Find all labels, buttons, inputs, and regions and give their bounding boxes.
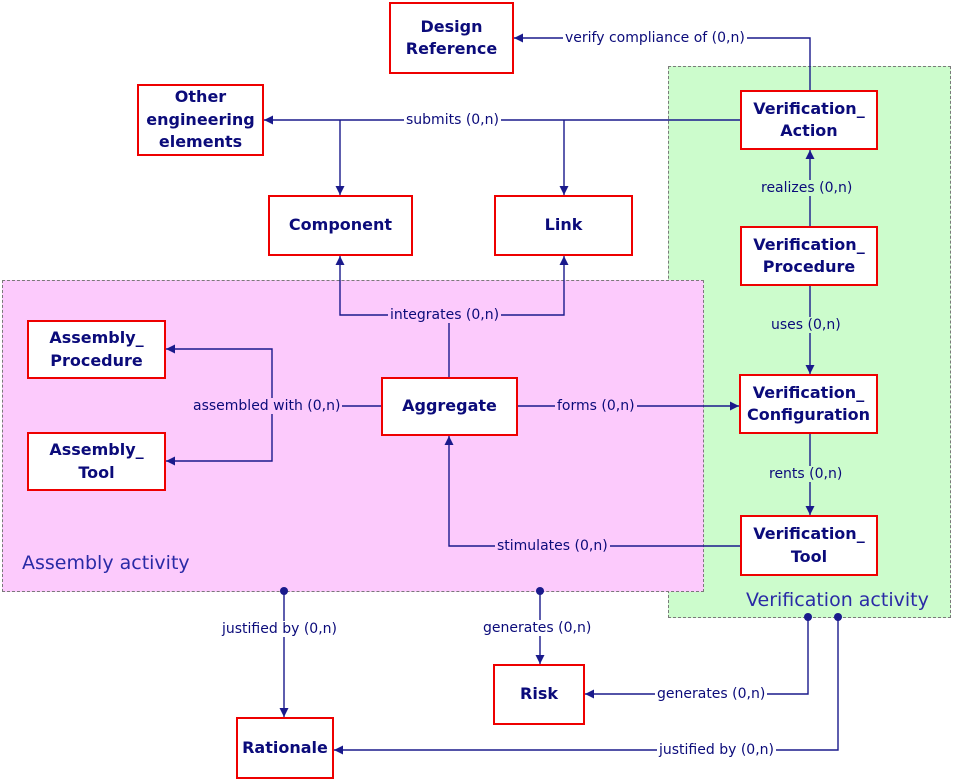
origin-dot-verification-justified bbox=[834, 613, 842, 621]
label-justified-by-verification: justified by (0,n) bbox=[657, 742, 776, 758]
node-other-engineering-elements: Other engineering elements bbox=[137, 84, 264, 156]
label-integrates: integrates (0,n) bbox=[388, 307, 502, 323]
verification-activity-label: Verification activity bbox=[746, 589, 929, 611]
node-verification-tool: Verification_ Tool bbox=[740, 515, 878, 576]
node-verification-configuration: Verification_ Configuration bbox=[739, 374, 878, 434]
edge-generates-verification bbox=[585, 617, 809, 699]
label-justified-by-assembly: justified by (0,n) bbox=[220, 621, 339, 637]
edge-justified-verification bbox=[334, 617, 839, 755]
origin-dot-assembly-justified bbox=[280, 587, 288, 595]
label-verify-compliance: verify compliance of (0,n) bbox=[563, 30, 747, 46]
node-risk: Risk bbox=[493, 664, 585, 725]
label-rents: rents (0,n) bbox=[767, 466, 845, 482]
label-stimulates: stimulates (0,n) bbox=[495, 538, 610, 554]
edge-stimulates bbox=[444, 436, 740, 547]
node-assembly-procedure: Assembly_ Procedure bbox=[27, 320, 166, 379]
node-assembly-tool: Assembly_ Tool bbox=[27, 432, 166, 491]
node-design-reference: Design Reference bbox=[389, 2, 514, 74]
node-component: Component bbox=[268, 195, 413, 256]
label-generates-verification: generates (0,n) bbox=[655, 686, 768, 702]
label-realizes: realizes (0,n) bbox=[759, 180, 855, 196]
label-submits: submits (0,n) bbox=[404, 112, 501, 128]
node-verification-action: Verification_ Action bbox=[740, 90, 878, 150]
label-assembled-with: assembled with (0,n) bbox=[191, 398, 343, 414]
node-verification-procedure: Verification_ Procedure bbox=[740, 226, 878, 286]
label-forms: forms (0,n) bbox=[555, 398, 637, 414]
node-link: Link bbox=[494, 195, 633, 256]
origin-dot-verification-generates bbox=[804, 613, 812, 621]
node-rationale: Rationale bbox=[236, 717, 334, 779]
assembly-activity-label: Assembly activity bbox=[22, 552, 190, 574]
edge-assembled-procedure bbox=[166, 344, 273, 406]
label-generates-assembly: generates (0,n) bbox=[481, 620, 594, 636]
node-aggregate: Aggregate bbox=[381, 377, 518, 436]
edge-assembled-tool bbox=[166, 406, 273, 466]
origin-dot-assembly-generates bbox=[536, 587, 544, 595]
label-uses: uses (0,n) bbox=[769, 317, 843, 333]
